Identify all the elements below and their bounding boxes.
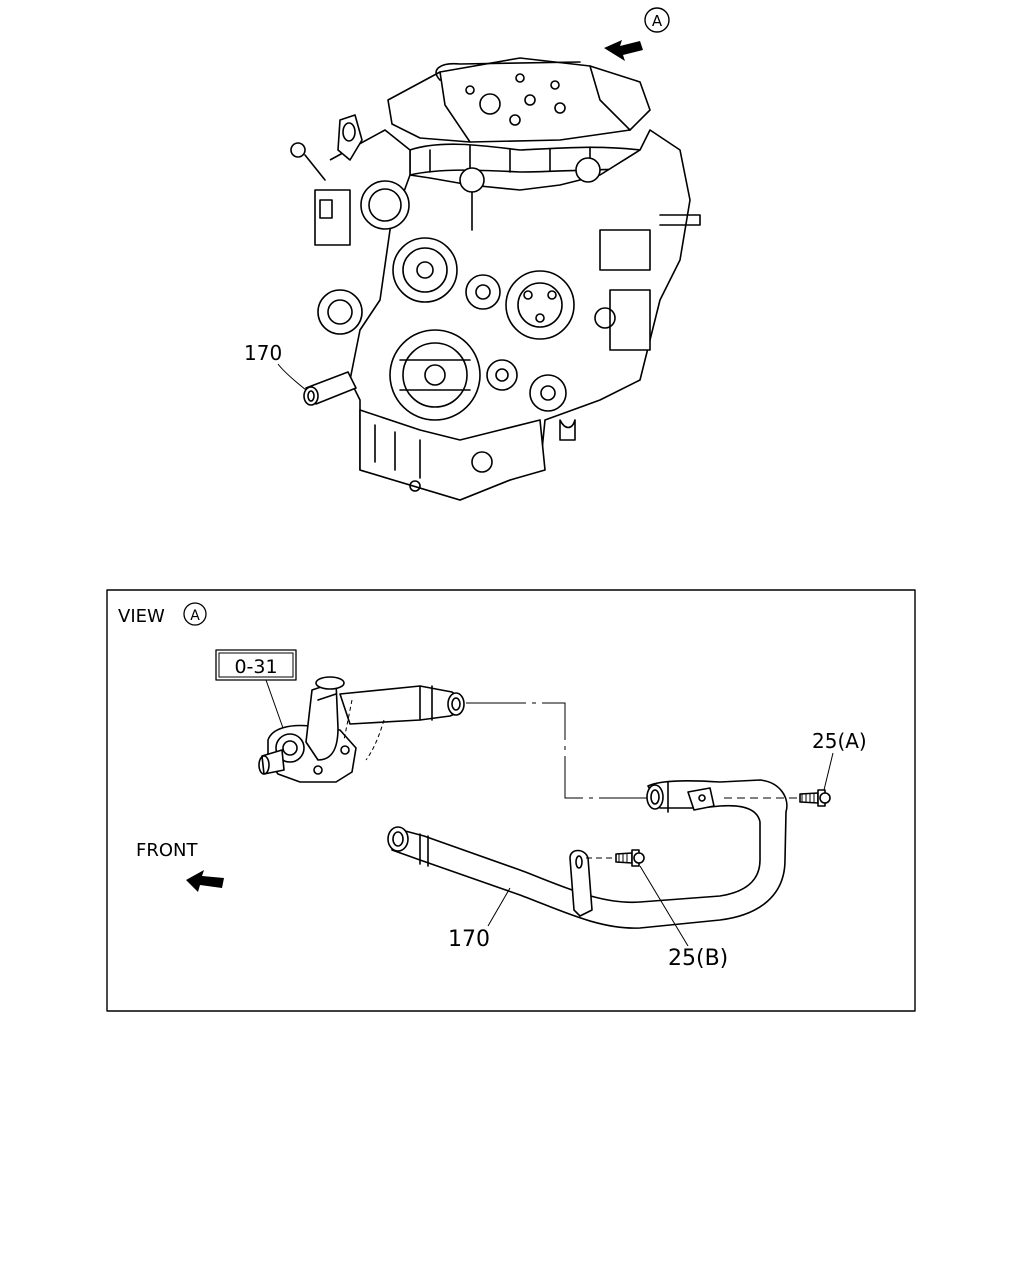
upper-pipe bbox=[339, 685, 465, 761]
thermostat-housing bbox=[258, 676, 357, 783]
pipe-170-leader bbox=[487, 887, 511, 927]
view-a-marker-text: A bbox=[652, 12, 663, 30]
reference-box: 0-31 bbox=[215, 649, 297, 681]
pulley-ac bbox=[529, 374, 567, 412]
alignment-line bbox=[466, 702, 648, 799]
bolt-25a-leader bbox=[823, 752, 834, 791]
bolt-25a-icon bbox=[799, 789, 831, 807]
bolt-25b-icon bbox=[615, 849, 645, 867]
reference-leader bbox=[265, 679, 284, 729]
view-a-marker-icon: A bbox=[644, 7, 670, 33]
engine-pipe-170 bbox=[303, 371, 357, 406]
pulley-crank bbox=[389, 329, 481, 421]
reference-box-text: 0-31 bbox=[234, 656, 277, 678]
pulley-upper-left bbox=[392, 237, 458, 303]
view-label-marker-icon: A bbox=[183, 602, 207, 626]
front-arrow-icon bbox=[186, 870, 224, 892]
pulley-lower-idler bbox=[486, 359, 518, 391]
engine-170-leader bbox=[277, 363, 307, 391]
bolt-25b-leader bbox=[639, 865, 689, 947]
engine-illustration: A bbox=[244, 7, 701, 501]
pulley-left-small bbox=[317, 289, 363, 335]
engine-callout-170: 170 bbox=[244, 341, 282, 365]
front-label: FRONT bbox=[136, 840, 198, 861]
lower-pipe-170 bbox=[387, 779, 788, 929]
view-frame bbox=[106, 589, 916, 1012]
view-a-arrow-icon bbox=[604, 40, 643, 61]
detail-view: VIEW A 0-31 bbox=[106, 589, 916, 1012]
view-label: VIEW bbox=[118, 606, 165, 627]
pulley-right bbox=[505, 270, 575, 340]
callout-25a: 25(A) bbox=[812, 729, 867, 753]
pulley-idler bbox=[465, 274, 501, 310]
view-label-marker-text: A bbox=[190, 608, 200, 624]
callout-25b: 25(B) bbox=[668, 946, 728, 971]
callout-170: 170 bbox=[448, 927, 490, 952]
